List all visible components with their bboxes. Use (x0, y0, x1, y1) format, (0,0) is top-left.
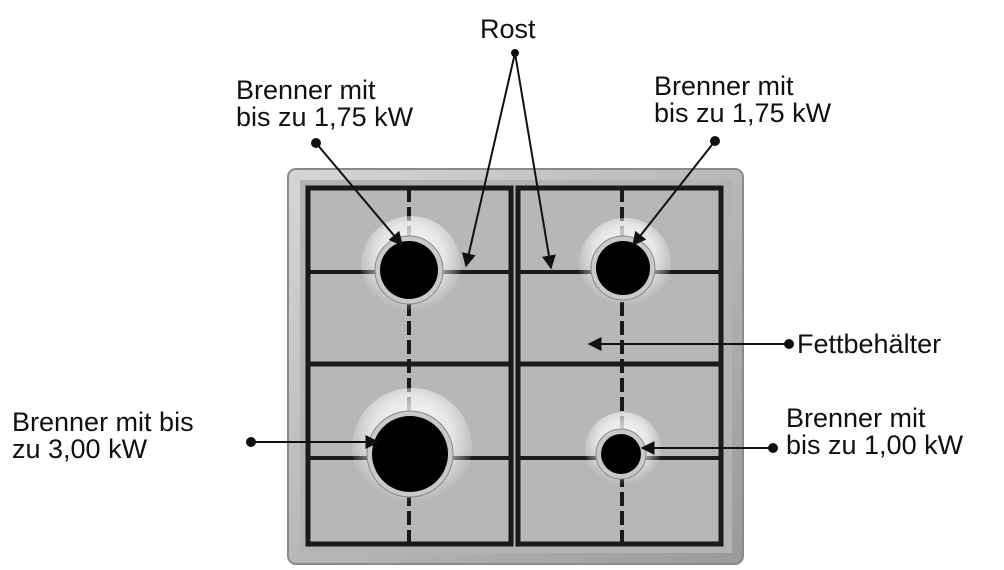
label-burner-top-right: Brenner mit bis zu 1,75 kW (654, 73, 831, 127)
label-grease-tray-text: Fettbehälter (797, 329, 942, 359)
label-burner-bottom-right: Brenner mit bis zu 1,00 kW (786, 405, 963, 459)
label-rost: Rost (480, 16, 536, 43)
label-burner-bottom-left: Brenner mit bis zu 3,00 kW (12, 409, 194, 463)
label-burner-top-right-line1: Brenner mit (654, 71, 794, 101)
label-burner-bottom-right-line2: bis zu 1,00 kW (786, 430, 964, 460)
burner-top-left (361, 216, 461, 316)
label-burner-bottom-left-line2: zu 3,00 kW (12, 434, 148, 464)
leader-lines (246, 49, 794, 455)
label-grease-tray: Fettbehälter (797, 331, 941, 358)
label-burner-bottom-right-line1: Brenner mit (786, 403, 926, 433)
label-burner-top-left: Brenner mit bis zu 1,75 kW (236, 77, 413, 131)
label-burner-top-left-line1: Brenner mit (236, 75, 376, 105)
burner-top-right (579, 218, 671, 310)
label-burner-top-left-line2: bis zu 1,75 kW (236, 102, 414, 132)
label-burner-bottom-left-line1: Brenner mit bis (12, 407, 194, 437)
label-burner-top-right-line2: bis zu 1,75 kW (654, 98, 832, 128)
burner-bottom-right (585, 412, 661, 488)
burner-bottom-left (352, 388, 472, 508)
label-rost-text: Rost (480, 14, 536, 44)
